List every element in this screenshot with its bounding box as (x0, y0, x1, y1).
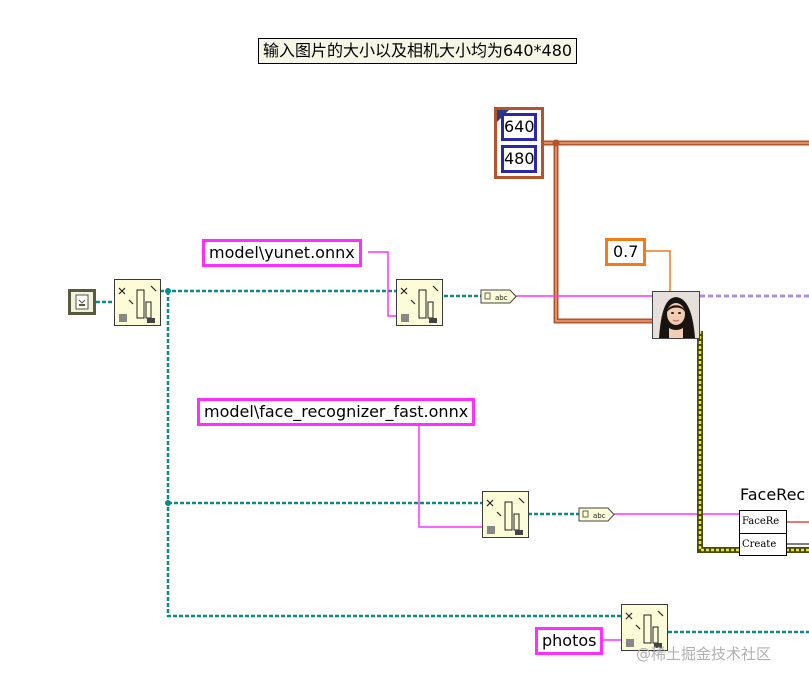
numeric-wire[interactable] (640, 250, 671, 291)
face-recognizer-create-icon[interactable]: FaceRe Create (739, 510, 787, 556)
array-constant-resolution[interactable]: 640 480 (494, 107, 544, 179)
face-node-class-row: FaceRe (740, 511, 786, 534)
face-recognizer-node-label: FaceRec (740, 485, 806, 504)
svg-text:abc: abc (495, 294, 508, 302)
threshold-constant[interactable]: 0.7 (605, 238, 647, 266)
build-path-subvi-icon[interactable] (114, 279, 161, 326)
string-wires[interactable] (368, 251, 739, 641)
array-element-height[interactable]: 480 (501, 145, 537, 173)
free-label-title: 输入图片的大小以及相机大小均为640*480 (258, 38, 578, 64)
build-path-subvi-icon[interactable] (482, 491, 529, 538)
path-to-string-icon[interactable]: abc (480, 289, 517, 304)
watermark: @稀土掘金技术社区 (636, 645, 772, 663)
face-recognizer-model-path-constant[interactable]: model\face_recognizer_fast.onnx (197, 398, 476, 426)
face-detector-icon[interactable] (652, 291, 700, 339)
build-path-subvi-icon[interactable] (396, 279, 443, 326)
build-path-subvi-icon[interactable] (621, 604, 668, 651)
yunet-model-path-constant[interactable]: model\yunet.onnx (202, 239, 362, 267)
svg-text:abc: abc (593, 512, 606, 520)
array-wire[interactable] (544, 139, 809, 324)
path-to-string-icon[interactable]: abc (578, 507, 615, 522)
photos-path-constant[interactable]: photos (535, 627, 604, 655)
path-wires[interactable] (96, 289, 809, 634)
array-element-width[interactable]: 640 (501, 113, 537, 141)
face-node-method-row: Create (742, 539, 777, 550)
file-path-control-icon[interactable] (68, 289, 96, 315)
